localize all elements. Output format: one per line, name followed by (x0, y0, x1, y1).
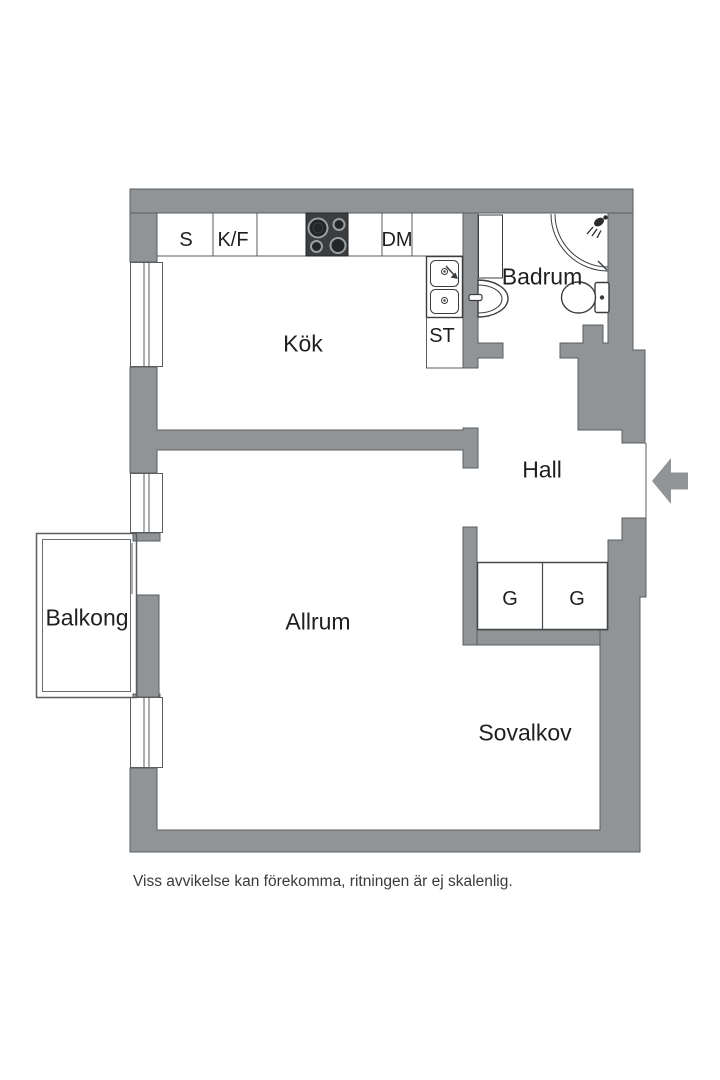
wall-under-wardrobes (476, 629, 601, 646)
label-dishwasher: DM (381, 229, 413, 251)
label-wardrobe-1: G (502, 588, 518, 610)
windows (130, 262, 163, 768)
bathroom-cabinet (478, 214, 503, 279)
wall-top (129, 188, 634, 214)
window-kitchen (130, 262, 163, 367)
kitchen-sink-icon (425, 255, 464, 319)
label-wardrobe-2: G (569, 588, 585, 610)
washbasin-icon (468, 279, 509, 318)
label-room-allrum: Allrum (285, 608, 351, 635)
label-cleaning-closet: ST (429, 325, 455, 347)
shower-icon (550, 213, 609, 272)
toilet-icon (560, 281, 610, 314)
label-room-balkong: Balkong (45, 604, 129, 631)
entrance-arrow-icon (652, 458, 688, 504)
walls (129, 188, 688, 853)
wall-closet-left (462, 526, 478, 646)
bathroom-fixtures (468, 213, 610, 318)
kitchen-counter (157, 212, 464, 369)
label-room-badrum: Badrum (501, 263, 583, 290)
wardrobe-box (476, 561, 609, 631)
label-pantry: S (179, 229, 193, 251)
disclaimer-text: Viss avvikelse kan förekomma, ritningen … (133, 873, 513, 890)
window-livingroom-upper (130, 473, 163, 533)
label-room-sovalkov: Sovalkov (478, 719, 572, 746)
window-livingroom-lower (130, 697, 163, 768)
wall-right-upper (559, 212, 646, 444)
label-fridge-freezer: K/F (217, 229, 249, 251)
label-room-hall: Hall (522, 456, 562, 483)
wall-left-mid-and-kitchen-divider (129, 366, 479, 474)
stove-icon (305, 212, 349, 257)
wall-left-upper (129, 212, 158, 263)
balcony-door-leaf (136, 594, 160, 698)
cleaning-closet-box (426, 317, 463, 369)
balcony-outline (35, 532, 138, 699)
label-room-kok: Kök (283, 330, 323, 357)
